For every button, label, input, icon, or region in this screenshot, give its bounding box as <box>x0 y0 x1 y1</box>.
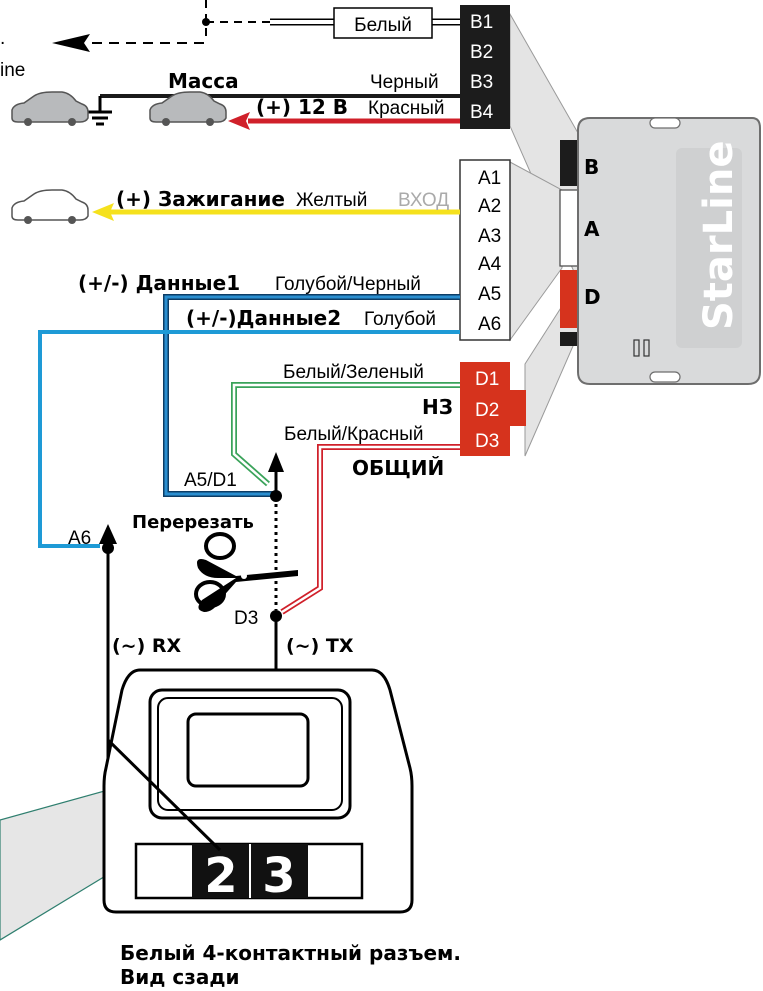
unit-port-small <box>560 332 580 346</box>
scissors-icon <box>194 532 298 612</box>
brand-text: StarLine <box>696 141 742 330</box>
unit-port-a-label: A <box>584 217 600 241</box>
plus12-label: (+) 12 В <box>256 95 348 119</box>
pin-d2: D2 <box>475 400 499 421</box>
pin-d3: D3 <box>475 431 499 452</box>
unit-port-d-label: D <box>584 285 601 309</box>
red-arrow-icon <box>228 112 250 130</box>
pin-a3: A3 <box>478 226 501 247</box>
yellow-label: Желтый <box>296 190 367 211</box>
car-icon <box>149 91 227 126</box>
plug-leader-wedge <box>0 789 113 941</box>
d-connector: D1 D2 D3 <box>460 362 526 456</box>
nz-label: НЗ <box>422 395 453 419</box>
pin-3-digit: 3 <box>262 848 295 904</box>
pin-b1: B1 <box>470 12 493 33</box>
data2-label: (+/-)Данные2 <box>186 306 341 330</box>
white-red-wire <box>281 445 460 614</box>
starline-unit: StarLine B A D <box>559 117 761 385</box>
pin-d1: D1 <box>475 369 499 390</box>
arrow-up-icon <box>268 452 284 472</box>
pin-a2: A2 <box>478 196 501 217</box>
white-label: Белый <box>354 15 412 36</box>
a6-label: A6 <box>68 528 91 549</box>
pin-b4: B4 <box>470 102 494 123</box>
yellow-arrow-icon <box>92 203 114 221</box>
red-label: Красный <box>368 98 444 119</box>
pin-b2: B2 <box>470 42 493 63</box>
top-left-fragment: ine <box>0 60 25 81</box>
data2-color-label: Голубой <box>364 309 436 330</box>
caption-line2: Вид сзади <box>120 965 240 989</box>
arrow-left-icon <box>52 34 90 52</box>
ground-icon <box>88 110 112 126</box>
data1-label: (+/-) Данные1 <box>78 271 240 295</box>
pin-a5: A5 <box>478 284 501 305</box>
a5d1-label: A5/D1 <box>184 470 237 491</box>
caption-line1: Белый 4-контактный разъем. <box>120 941 461 965</box>
d3-label: D3 <box>234 608 258 629</box>
white-red-label: Белый/Красный <box>284 424 424 445</box>
black-label: Черный <box>370 72 439 93</box>
data1-color-label: Голубой/Черный <box>275 274 421 295</box>
pin-2-digit: 2 <box>204 848 237 904</box>
tx-label: (~) TX <box>286 635 354 657</box>
blue-wire <box>38 330 460 548</box>
blue-black-wire <box>164 295 460 496</box>
unit-port-b-label: B <box>584 155 599 179</box>
junction-dot-a5d1 <box>270 490 282 502</box>
rx-label: (~) RX <box>112 635 182 657</box>
b-connector: B1 B2 B3 B4 <box>460 5 510 129</box>
junction-dot <box>202 18 210 26</box>
a-leader-wedge <box>509 161 563 342</box>
pin-a1: A1 <box>478 168 501 189</box>
a-connector: A1 A2 A3 A4 A5 A6 <box>459 159 511 341</box>
unit-port-d-block <box>560 270 580 328</box>
common-label: ОБЩИЙ <box>352 456 444 480</box>
top-left-dot: . <box>0 28 5 49</box>
pin-a6: A6 <box>478 314 501 335</box>
input-label: ВХОД <box>398 190 449 211</box>
led-icon <box>633 339 650 357</box>
ignition-label: (+) Зажигание <box>116 187 285 211</box>
pin-a4: A4 <box>478 254 502 275</box>
four-pin-plug: 2 3 <box>102 668 414 914</box>
car-icon <box>11 91 89 126</box>
white-label-box <box>333 7 433 39</box>
unit-port-b-block <box>560 140 580 186</box>
white-green-label: Белый/Зеленый <box>283 362 424 383</box>
arrow-up-icon <box>99 524 117 544</box>
mass-label: Масса <box>168 69 239 93</box>
pin-b3: B3 <box>470 72 493 93</box>
cut-label: Перерезать <box>132 512 254 533</box>
white-green-wire <box>232 383 460 485</box>
rx-wire-to-pin2 <box>106 738 222 852</box>
car-icon <box>11 189 89 224</box>
